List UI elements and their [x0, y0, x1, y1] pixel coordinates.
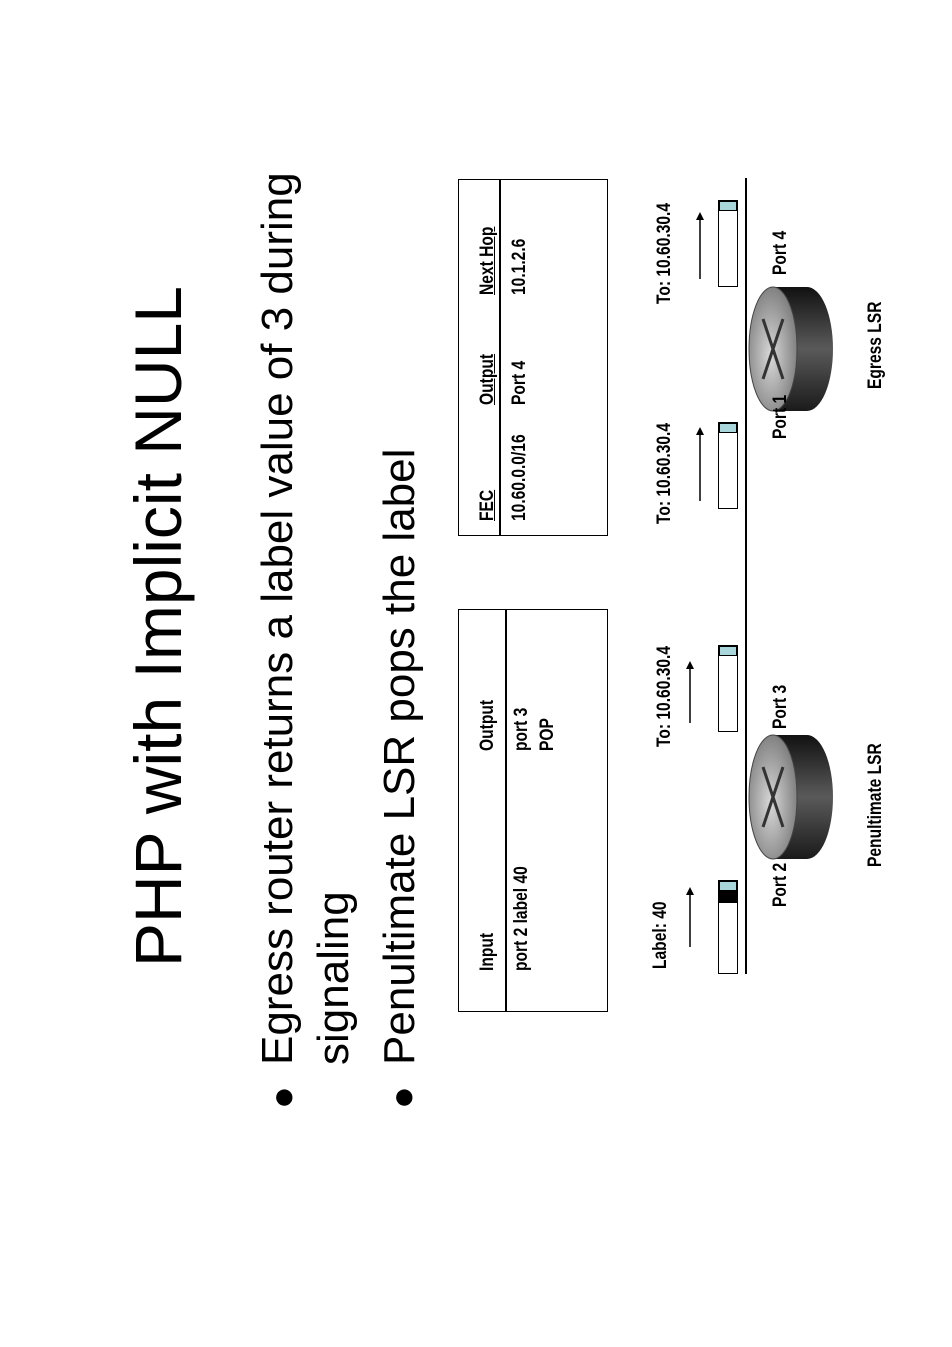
packet-2 [718, 645, 738, 732]
packet-header [719, 201, 737, 211]
packet-header [719, 423, 737, 433]
packet-header [719, 646, 737, 656]
arrow-icon [696, 427, 704, 501]
packet-header [719, 881, 737, 891]
arrow-icon [686, 661, 694, 723]
arrow-icon [696, 212, 704, 279]
packet-3 [718, 422, 738, 509]
router-icon [748, 734, 833, 860]
packet-4 [718, 200, 738, 287]
port-4-label: Port 4 [770, 230, 791, 275]
port-1-label: Port 1 [770, 394, 791, 439]
penultimate-lsr-label: Penultimate LSR [865, 743, 886, 867]
port-2-label: Port 2 [770, 862, 791, 907]
port-3-label: Port 3 [770, 684, 791, 729]
egress-lsr-label: Egress LSR [865, 301, 886, 389]
arrow-icon [686, 887, 694, 947]
packet-1 [718, 880, 738, 974]
label-block [719, 891, 737, 903]
router-icon [748, 286, 833, 412]
